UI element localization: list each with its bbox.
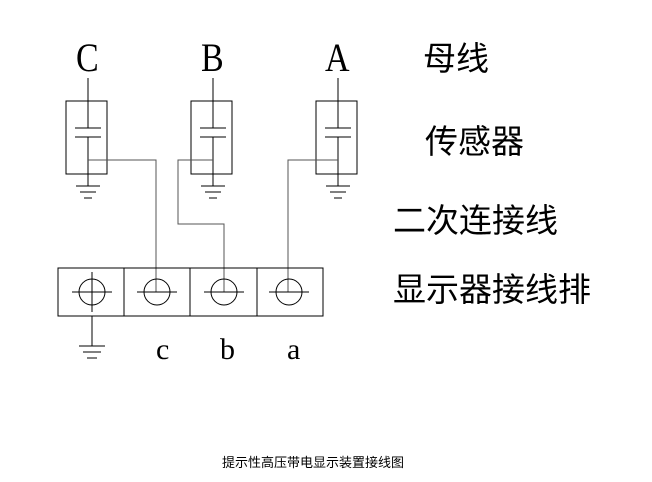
phase-label-a: A: [325, 35, 350, 80]
phase-label-b: B: [201, 35, 224, 80]
terminal-label-c: c: [156, 333, 170, 366]
legend-sensor: 传感器: [425, 122, 524, 161]
terminal-label-a: a: [287, 333, 301, 366]
legend-secondary-wiring: 二次连接线: [393, 201, 558, 240]
sensor-a: [315, 78, 358, 199]
phase-label-c: C: [76, 35, 99, 80]
terminal-label-b: b: [220, 333, 235, 366]
diagram-caption: 提示性高压带电显示装置接线图: [222, 456, 405, 471]
legend-terminal-block: 显示器接线排: [393, 270, 591, 309]
terminal-block: [57, 267, 324, 317]
legend-busbar: 母线: [423, 39, 489, 78]
sensor-b: [190, 78, 233, 199]
secondary-wires: [88, 159, 338, 292]
sensor-c: [65, 78, 108, 199]
ground-symbol: [79, 316, 105, 359]
